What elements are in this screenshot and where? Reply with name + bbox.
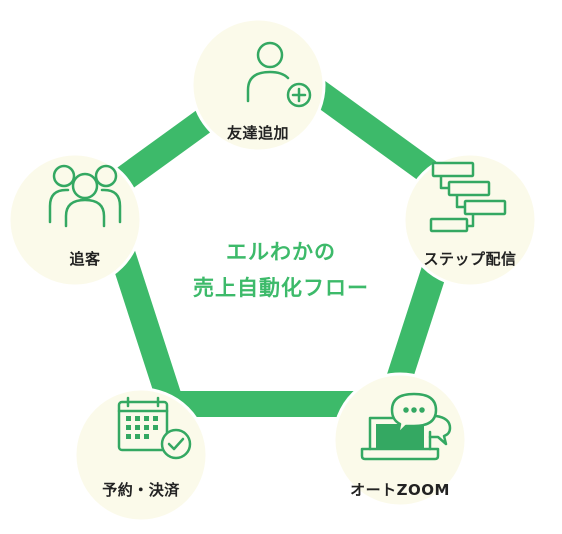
node-circle-step-delivery bbox=[402, 152, 538, 288]
user-plus-icon bbox=[246, 41, 312, 108]
node-label-reservation-payment: 予約・決済 bbox=[102, 481, 180, 499]
cycle-arrow-3 bbox=[262, 448, 277, 476]
node-label-step-delivery: ステップ配信 bbox=[423, 250, 517, 268]
node-label-auto-zoom: オートZOOM bbox=[350, 481, 450, 499]
calendar-dots bbox=[126, 416, 158, 439]
user-group-icon bbox=[48, 164, 122, 228]
cycle-arrow-4 bbox=[66, 318, 93, 345]
node-label-friend-add: 友達追加 bbox=[226, 124, 289, 142]
laptop-chat-icon bbox=[360, 392, 452, 461]
cycle-arrow-5 bbox=[149, 92, 172, 118]
node-label-follow-up: 追客 bbox=[69, 250, 101, 268]
cycle-arrow-2 bbox=[463, 315, 486, 346]
node-circle-reservation-payment bbox=[73, 387, 209, 523]
center-title-line-2: 売上自動化フロー bbox=[193, 276, 369, 300]
center-title-line-1: エルわかの bbox=[226, 240, 336, 264]
steps-icon bbox=[429, 161, 507, 233]
node-circle-friend-add bbox=[190, 17, 326, 153]
calendar-check-icon bbox=[117, 396, 192, 460]
cycle-arrow-1 bbox=[387, 98, 409, 122]
